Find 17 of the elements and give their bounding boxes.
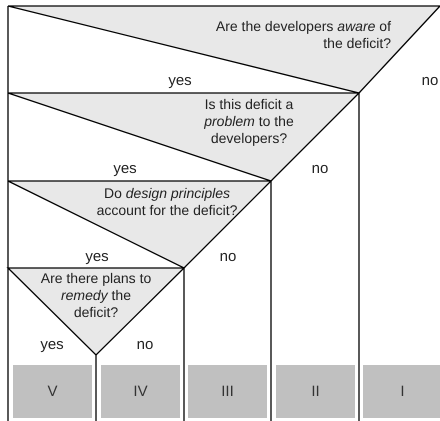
question-text: Is this deficit a problem to the developers? [203, 96, 295, 147]
question-text: Do design principles account for the deficit? [96, 185, 238, 219]
outcome-box: II [276, 365, 355, 418]
answer-label: no [312, 160, 328, 178]
answer-label: yes [85, 248, 109, 266]
answer-label: yes [40, 336, 64, 354]
answer-label: no [220, 248, 236, 266]
outcome-box: III [188, 365, 267, 418]
answer-label: no [422, 72, 438, 90]
answer-label: no [136, 336, 154, 354]
question-text: Are the developers aware of the deficit? [214, 18, 391, 52]
outcome-box: V [13, 365, 92, 418]
answer-label: yes [168, 72, 192, 90]
outcome-box: IV [101, 365, 180, 418]
question-text: Are there plans to remedy the deficit? [40, 270, 152, 321]
outcome-box: I [363, 365, 440, 418]
answer-label: yes [113, 160, 137, 178]
